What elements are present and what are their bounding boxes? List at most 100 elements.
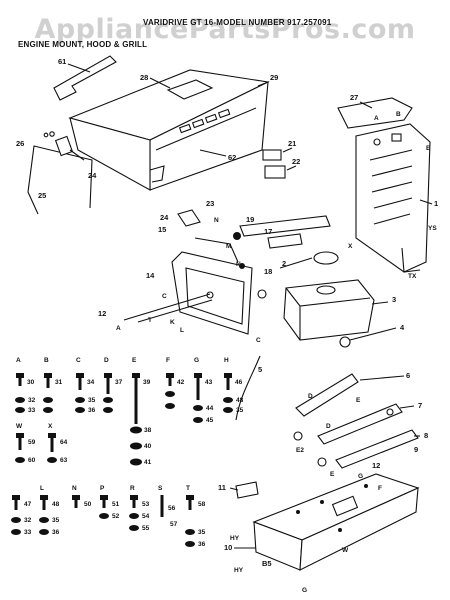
pivot-bracket [177,209,201,227]
svg-text:32: 32 [24,517,32,524]
svg-text:54: 54 [142,513,150,520]
callout-17: 17 [264,227,272,236]
gas-tank [283,279,375,348]
callout-15: 15 [158,225,166,234]
svg-text:E: E [330,471,335,478]
svg-text:47: 47 [24,501,32,508]
svg-text:53: 53 [142,501,150,508]
svg-text:31: 31 [55,379,63,386]
svg-text:36: 36 [198,541,206,548]
callout-5: 5 [258,365,262,374]
callout-19: 19 [246,215,254,224]
svg-text:W: W [16,423,23,430]
svg-text:41: 41 [144,459,152,466]
svg-text:A: A [374,115,379,122]
svg-text:33: 33 [24,529,32,536]
svg-text:E2: E2 [296,447,304,454]
callout-7: 7 [418,401,422,410]
brace-left [295,373,359,417]
hardware-row-2 [15,433,57,463]
svg-text:A: A [116,325,121,332]
svg-text:36: 36 [88,407,96,414]
svg-text:34: 34 [87,379,95,386]
hood-prop-strip [53,55,117,101]
svg-text:52: 52 [112,513,120,520]
callout-26: 26 [16,139,24,148]
callout-24a: 24 [88,171,97,180]
lower-brace [335,429,419,469]
dash-panel [171,232,267,335]
fuel-line [235,355,261,421]
callout-12a: 12 [98,309,106,318]
engine-base [252,473,420,571]
svg-text:HY: HY [230,535,240,542]
svg-text:46: 46 [235,379,243,386]
svg-text:S: S [158,485,163,492]
svg-text:D: D [326,423,331,430]
svg-text:45: 45 [206,417,214,424]
svg-text:G: G [302,587,307,594]
svg-text:35: 35 [198,529,206,536]
callout-6: 6 [406,371,410,380]
callout-8: 8 [424,431,428,440]
svg-text:39: 39 [143,379,151,386]
svg-text:F: F [166,357,170,364]
svg-text:64: 64 [60,439,68,446]
mount-bracket [235,481,259,499]
callout-22: 22 [292,157,300,166]
dash-bar [239,215,331,237]
svg-text:H: H [224,357,229,364]
svg-text:B: B [44,357,49,364]
svg-text:E: E [132,357,137,364]
svg-text:G: G [194,357,199,364]
callout-11: 11 [218,483,226,492]
callout-12b: 12 [372,461,380,470]
svg-text:HY: HY [234,567,244,574]
callout-29: 29 [270,73,278,82]
svg-text:N: N [214,217,219,224]
callout-24b: 24 [160,213,169,222]
callout-25: 25 [38,191,46,200]
svg-text:N: N [236,261,241,268]
svg-text:44: 44 [206,405,214,412]
svg-text:X: X [348,243,353,250]
svg-text:R: R [130,485,135,492]
svg-text:63: 63 [60,457,68,464]
svg-text:56: 56 [168,505,176,512]
callout-3: 3 [392,295,396,304]
svg-text:F: F [378,485,382,492]
svg-text:N: N [72,485,77,492]
svg-text:T: T [186,485,190,492]
svg-text:59: 59 [28,439,36,446]
svg-text:YS: YS [428,225,437,232]
callout-labels: 61 28 29 62 25 24 26 27 1 21 22 24 23 17… [16,57,438,568]
svg-text:51: 51 [112,501,120,508]
svg-text:K: K [170,319,175,326]
svg-text:48: 48 [52,501,60,508]
diagram-subtitle: ENGINE MOUNT, HOOD & GRILL [18,40,148,49]
svg-text:35: 35 [236,407,244,414]
grill-assembly [337,97,431,273]
callout-14: 14 [146,271,155,280]
svg-text:37: 37 [115,379,123,386]
svg-text:W: W [342,547,349,554]
svg-text:43: 43 [205,379,213,386]
callout-b5: B5 [262,559,272,568]
callout-2: 2 [282,259,286,268]
svg-text:D: D [308,393,313,400]
letter-tags: A B E X TX YS N M N C A T K L C D E D E2… [116,111,437,594]
svg-text:38: 38 [144,427,152,434]
bracket-21 [262,149,282,161]
callout-61: 61 [58,57,66,66]
hardware-row-1 [15,373,233,466]
bracket-22 [264,165,286,179]
callout-18: 18 [264,267,272,276]
diagram-title: VARIDRIVE GT 16-MODEL NUMBER 917.257091 [143,18,332,27]
svg-text:57: 57 [170,521,178,528]
leader-lines [67,63,433,549]
svg-text:P: P [100,485,105,492]
callout-27: 27 [350,93,358,102]
svg-text:L: L [40,485,44,492]
svg-text:TX: TX [408,273,417,280]
